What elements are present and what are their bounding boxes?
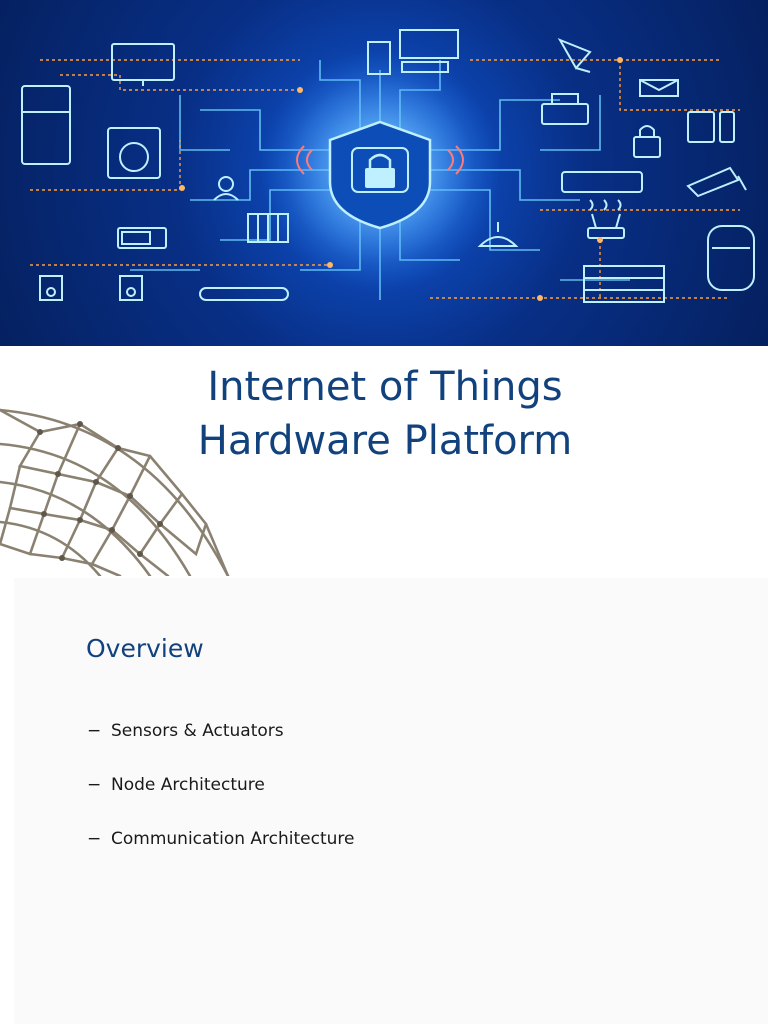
bullet-dash: − [87, 775, 102, 795]
air-conditioner-icon [561, 171, 643, 211]
connector-dots [179, 57, 623, 301]
overview-list: − Sensors & Actuators − Node Architectur… [87, 704, 354, 866]
thermostat-icon [687, 111, 735, 143]
list-item-label: Sensors & Actuators [111, 721, 284, 741]
list-item: − Node Architecture [87, 758, 354, 812]
mail-icon [639, 79, 679, 97]
printer-icon [541, 93, 589, 125]
list-item: − Communication Architecture [87, 812, 354, 866]
monitor-icon [111, 43, 175, 86]
title-line-1: Internet of Things [207, 364, 563, 410]
list-item-label: Communication Architecture [111, 829, 355, 849]
bullet-dash: − [87, 721, 102, 741]
list-item-label: Node Architecture [111, 775, 265, 795]
microwave-icon [117, 227, 167, 249]
slide-title: Internet of Things Hardware Platform [150, 360, 620, 468]
speaker-icon [39, 275, 143, 301]
lamp-icon [557, 38, 592, 73]
bullet-dash: − [87, 829, 102, 849]
device-icons [21, 29, 755, 303]
hero-banner [0, 0, 768, 346]
geodesic-dome-image [0, 408, 230, 576]
router-icon [587, 213, 625, 239]
ceiling-light-icon [477, 222, 519, 247]
scooter-icon [199, 287, 289, 301]
overview-panel: Overview − Sensors & Actuators − Node Ar… [14, 578, 768, 1024]
title-line-2: Hardware Platform [197, 418, 573, 464]
overview-heading: Overview [86, 634, 204, 663]
washing-machine-icon [107, 127, 161, 179]
car-icon [707, 225, 755, 291]
dashed-connectors [30, 59, 740, 299]
garage-door-icon [583, 265, 665, 303]
desktop-computer-icon [367, 29, 459, 75]
wireless-signal-icon [296, 145, 464, 175]
refrigerator-icon [21, 85, 71, 165]
user-icon [213, 176, 239, 201]
padlock-icon [633, 125, 661, 158]
iot-circuit-illustration [21, 29, 755, 303]
padlock-shield-icon [328, 120, 432, 230]
security-camera-icon [686, 166, 747, 198]
radiator-icon [247, 213, 289, 243]
list-item: − Sensors & Actuators [87, 704, 354, 758]
